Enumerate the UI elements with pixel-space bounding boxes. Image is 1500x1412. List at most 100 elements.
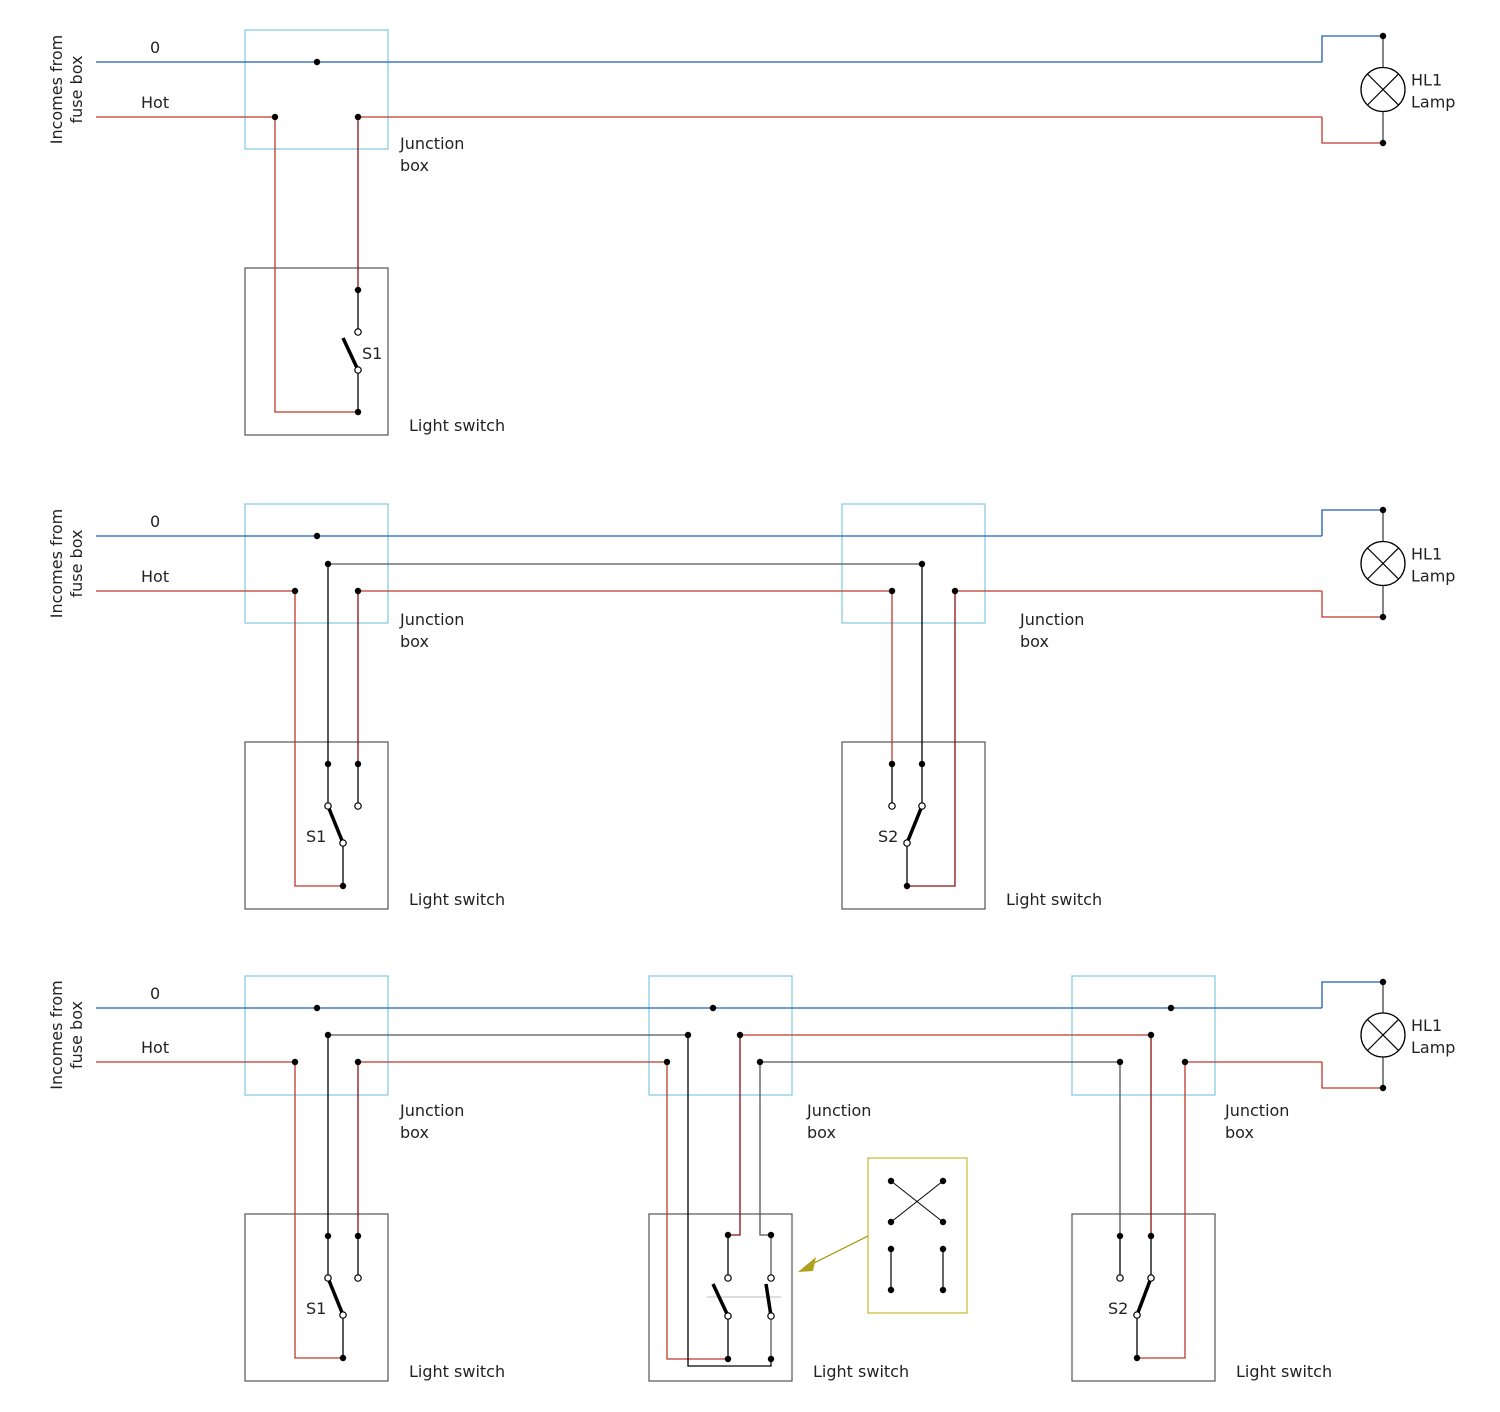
lamp-name-label: Lamp [1411, 93, 1455, 112]
wires-layer [96, 35, 1384, 1367]
terminal-dot [939, 1286, 947, 1294]
terminal-dot [767, 1355, 775, 1363]
contact-dot [354, 366, 362, 374]
terminal-dot [767, 1231, 775, 1239]
legend-cross [890, 1180, 944, 1223]
terminal-dot [1167, 1004, 1175, 1012]
traveler-drop [728, 1035, 741, 1236]
terminal-dot [1379, 139, 1387, 147]
switch-blade [711, 1283, 730, 1317]
symbols-layer [271, 32, 1406, 1363]
supply-label: Incomes from [47, 509, 66, 619]
lamp-id-label: HL1 [1411, 71, 1442, 90]
traveler-drop [759, 1062, 771, 1236]
hot-to-lamp [1321, 1062, 1383, 1089]
terminal-dot [313, 1004, 321, 1012]
junction-box-label: box [807, 1123, 836, 1142]
junction-box-label: Junction [1019, 610, 1084, 629]
terminal-dot [1379, 978, 1387, 986]
switch-blade [341, 337, 360, 371]
terminal-dot [354, 587, 362, 595]
contact-dot [1116, 1274, 1124, 1282]
supply-label: fuse box [67, 56, 86, 124]
terminal-dot [888, 587, 896, 595]
lamp-id-label: HL1 [1411, 545, 1442, 564]
switch-blade [905, 805, 924, 844]
terminal-dot [1379, 613, 1387, 621]
contact-dot [354, 328, 362, 336]
terminal-dot [663, 1058, 671, 1066]
lamp-cross [1367, 547, 1399, 580]
switch-label: S2 [1108, 1299, 1128, 1318]
terminal-dot [291, 587, 299, 595]
traveler-drop [687, 1035, 772, 1367]
terminal-dot [1133, 1354, 1141, 1362]
traveler-drop [666, 1062, 728, 1360]
neutral-to-lamp [1321, 981, 1383, 1008]
terminal-dot [271, 113, 279, 121]
junction-box-label: Junction [399, 1101, 464, 1120]
switch-label: S1 [306, 1299, 326, 1318]
junction-box-label: box [400, 1123, 429, 1142]
terminal-dot [1116, 1058, 1124, 1066]
neutral-label: 0 [150, 512, 160, 531]
terminal-dot [918, 760, 926, 768]
switch-label: S2 [878, 827, 898, 846]
legend-arrow-line [811, 1235, 869, 1265]
terminal-dot [1379, 1084, 1387, 1092]
terminal-dot [888, 760, 896, 768]
light-switch-label: Light switch [1006, 890, 1102, 909]
switch-box [841, 741, 986, 910]
terminal-dot [1181, 1058, 1189, 1066]
switch-box [244, 267, 389, 436]
neutral-to-lamp [1321, 35, 1383, 62]
supply-to-s1-common [294, 591, 343, 887]
terminal-dot [339, 882, 347, 890]
terminal-dot [736, 1031, 744, 1039]
switch-blade [326, 1277, 345, 1316]
lamp-name-label: Lamp [1411, 567, 1455, 586]
hot-to-lamp [1321, 591, 1383, 618]
switch-label: S1 [306, 827, 326, 846]
contact-dot [1133, 1311, 1141, 1319]
contact-dot [724, 1274, 732, 1282]
terminal-dot [324, 1031, 332, 1039]
terminal-dot [324, 760, 332, 768]
terminal-dot [1116, 1232, 1124, 1240]
junction-box [244, 29, 389, 150]
hot-label: Hot [141, 93, 169, 112]
neutral-to-lamp [1321, 509, 1383, 536]
terminal-dot [887, 1177, 895, 1185]
terminal-dot [354, 1058, 362, 1066]
switch-box [244, 1213, 389, 1382]
neutral-label: 0 [150, 38, 160, 57]
contact-dot [324, 1274, 332, 1282]
terminal-dot [724, 1355, 732, 1363]
contact-dot [339, 839, 347, 847]
junction-box-label: box [400, 156, 429, 175]
supply-label: fuse box [67, 1001, 86, 1069]
terminal-dot [339, 1354, 347, 1362]
junction-box-label: box [400, 632, 429, 651]
lamp-cross [1367, 1019, 1399, 1051]
terminal-dot [887, 1286, 895, 1294]
terminal-dot [354, 113, 362, 121]
terminal-dot [313, 58, 321, 66]
contact-dot [354, 802, 362, 810]
terminal-dot [756, 1058, 764, 1066]
lamp-cross [1367, 73, 1399, 106]
light-switch-label: Light switch [813, 1362, 909, 1381]
terminal-dot [1379, 32, 1387, 40]
light-switch-label: Light switch [409, 1362, 505, 1381]
switch-box [244, 741, 389, 910]
s2-common-to-lamp [907, 591, 956, 887]
switch-box [1071, 1213, 1216, 1382]
switch-leg-in [274, 117, 358, 413]
contact-dot [767, 1274, 775, 1282]
contact-dot [767, 1312, 775, 1320]
junction-box-label: box [1020, 632, 1049, 651]
legend-box [867, 1157, 968, 1314]
terminal-dot [951, 587, 959, 595]
